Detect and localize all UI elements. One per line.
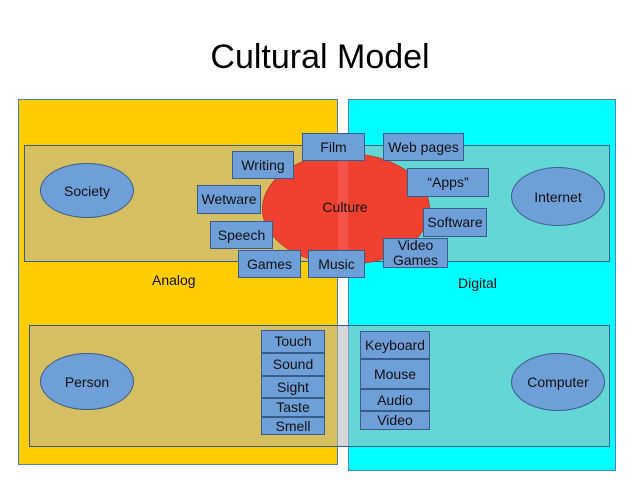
mouse-box: Mouse [360, 359, 430, 389]
culture-overlap-strip [338, 153, 348, 267]
video-games-box: Video Games [383, 238, 448, 268]
taste-box: Taste [261, 398, 325, 417]
audio-box: Audio [360, 389, 430, 411]
analog-label: Analog [152, 272, 196, 288]
music-box: Music [308, 250, 365, 278]
digital-label: Digital [458, 275, 497, 291]
web-pages-box: Web pages [383, 133, 464, 161]
keyboard-box: Keyboard [360, 331, 430, 359]
speech-box: Speech [210, 221, 273, 249]
software-box: Software [423, 208, 487, 237]
internet-ellipse: Internet [511, 167, 605, 226]
sight-box: Sight [261, 376, 325, 398]
film-box: Film [302, 133, 365, 161]
touch-box: Touch [261, 330, 325, 353]
person-ellipse: Person [40, 353, 134, 410]
wetware-box: Wetware [197, 185, 261, 214]
writing-box: Writing [232, 151, 294, 179]
society-ellipse: Society [40, 163, 134, 218]
senses-stack: Touch Sound Sight Taste Smell [261, 330, 325, 435]
video-box: Video [360, 411, 430, 430]
smell-box: Smell [261, 417, 325, 435]
diagram-title: Cultural Model [210, 38, 430, 76]
apps-box: “Apps” [407, 168, 489, 197]
devices-stack: Keyboard Mouse Audio Video [360, 331, 430, 430]
computer-ellipse: Computer [511, 353, 605, 411]
sound-box: Sound [261, 353, 325, 376]
games-box: Games [238, 250, 301, 278]
culture-label: Culture [322, 199, 368, 215]
